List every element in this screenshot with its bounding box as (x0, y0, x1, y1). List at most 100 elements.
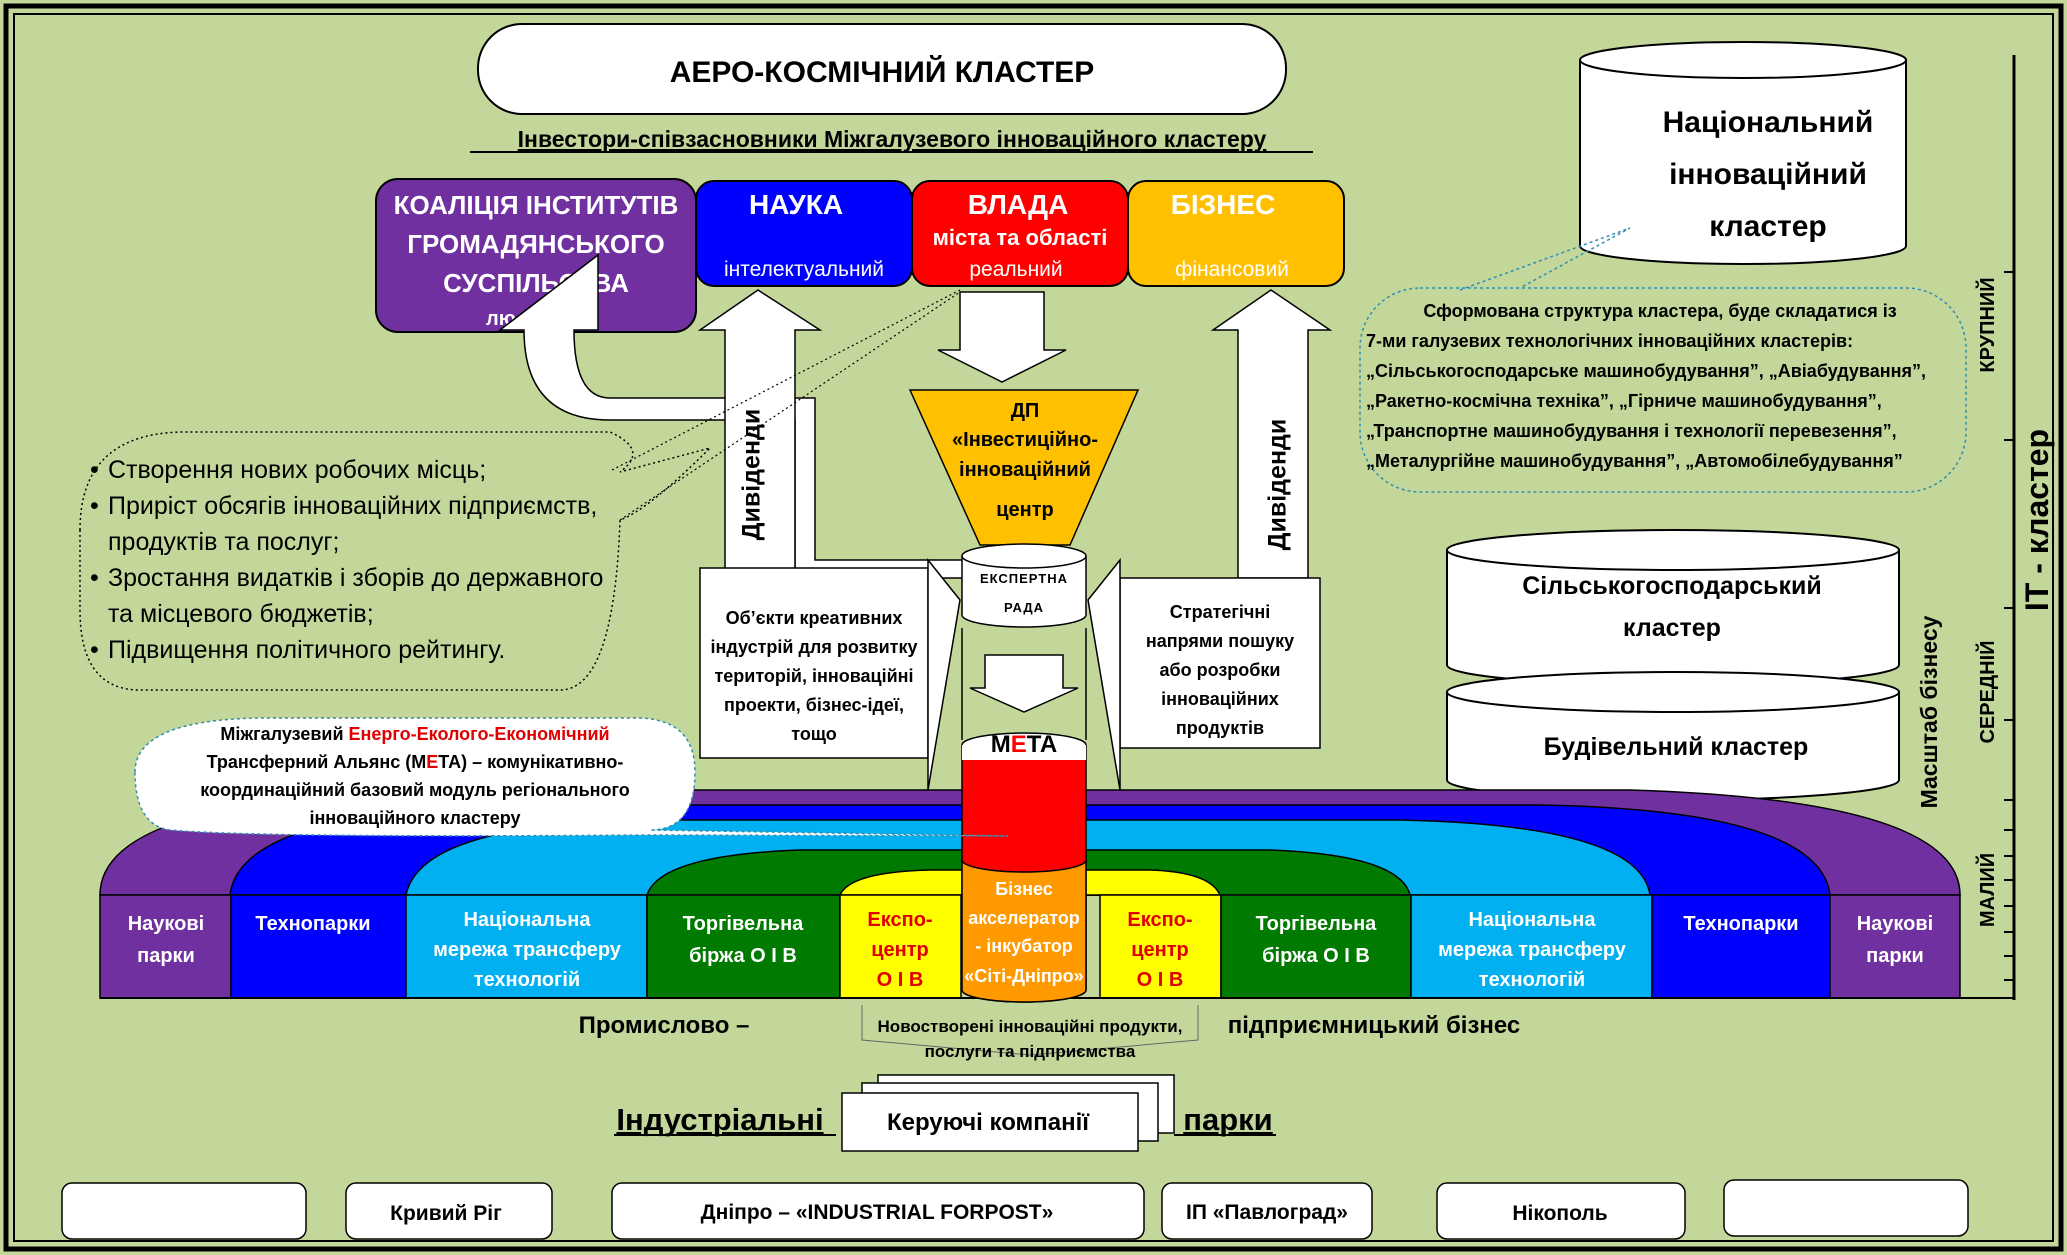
national-note-line: 7-ми галузевих технологічних інноваційни… (1366, 331, 1854, 351)
svg-text:мережа трансферу: мережа трансферу (1438, 939, 1627, 961)
svg-text:центр: центр (1131, 939, 1189, 961)
svg-text:Торгівельна: Торгівельна (1256, 913, 1378, 935)
svg-text:центр: центр (871, 939, 929, 961)
science-title: НАУКА (749, 189, 843, 220)
city-dnipro: Дніпро – «INDUSTRIAL FORPOST» (701, 1201, 1054, 1224)
band-labels: Наукові парки Технопарки Національна мереж… (128, 909, 1934, 991)
business-title: БІЗНЕС (1171, 189, 1276, 220)
svg-text:акселератор: акселератор (968, 908, 1080, 928)
svg-text:Бізнес: Бізнес (995, 879, 1053, 899)
expert-council-line2: РАДА (1004, 600, 1044, 615)
svg-text:парки: парки (1866, 945, 1924, 967)
svg-text:Технопарки: Технопарки (1683, 913, 1798, 935)
managing-companies: Керуючі компанії (887, 1109, 1090, 1136)
city-kryvyi-rih: Кривий Ріг (390, 1202, 502, 1225)
business-sub: фінансовий (1175, 258, 1289, 281)
title-box (477, 23, 1287, 115)
construction-cluster-cylinder (1446, 671, 1900, 801)
industrial-left: Промислово – (579, 1012, 750, 1039)
parks-left: Індустріальні (616, 1102, 823, 1137)
creative-line: проекти, бізнес-ідеї, (724, 695, 904, 715)
creative-text: Об’єкти креативних індустрій для розвитк… (700, 604, 928, 749)
meta-callout (134, 717, 1009, 837)
svg-text:Технопарки: Технопарки (255, 913, 370, 935)
meta-label: МЕТА (991, 731, 1058, 758)
parks-right: парки (1183, 1102, 1272, 1137)
national-note-line: „Транспортне машинобудування і технологі… (1366, 421, 1897, 441)
benefit-item: Приріст обсягів інноваційних підприємств… (82, 488, 622, 560)
national-note-callout (1359, 287, 1967, 493)
svg-text:біржа О І В: біржа О І В (1262, 945, 1370, 967)
band-columns (99, 894, 1961, 999)
meta-callout-line2: Трансферний Альянс (МЕТА) – комунікативн… (206, 752, 624, 772)
investors-heading: Інвестори-співзасновники Міжгалузевого і… (518, 126, 1267, 152)
city-pavlohrad: ІП «Павлоград» (1186, 1201, 1348, 1224)
creative-line: територій, інноваційні (714, 666, 914, 686)
svg-text:«Сіті-Дніпро»: «Сіті-Дніпро» (964, 966, 1083, 986)
authority-sub2: міста та області (933, 225, 1108, 250)
authority-down-arrow (937, 291, 1067, 383)
creative-line: тощо (791, 724, 837, 744)
science-sub: інтелектуальний (724, 258, 884, 281)
strategic-line: напрями пошуку (1145, 631, 1295, 651)
authority-sub: реальний (969, 258, 1062, 281)
title: АЕРО-КОСМІЧНИЙ КЛАСТЕР (670, 55, 1095, 89)
benefit-item: Підвищення політичного рейтингу. (82, 632, 622, 668)
it-cluster-label: IT - кластер (2019, 429, 2055, 611)
svg-text:Наукові: Наукові (1857, 913, 1934, 935)
city-boxes (61, 1179, 1969, 1240)
inner-frame (13, 13, 2054, 1242)
svg-text:Наукові: Наукові (128, 913, 205, 935)
meta-callout-line3: координаційний базовий модуль регіональн… (200, 780, 630, 800)
dividends-left: Дивіденди (737, 408, 766, 541)
authority-title: ВЛАДА (968, 189, 1069, 220)
scale-big: КРУПНИЙ (1975, 277, 1999, 372)
coalition-line2: ГРОМАДЯНСЬКОГО (407, 229, 665, 259)
new-products-line2: послуги та підприємства (925, 1042, 1136, 1061)
scale-small: МАЛИЙ (1975, 853, 1999, 927)
svg-text:О І В: О І В (1137, 969, 1184, 991)
strategic-line: Стратегічні (1169, 602, 1271, 622)
strategic-line: продуктів (1175, 718, 1265, 738)
svg-text:О І В: О І В (877, 969, 924, 991)
meta-callout-line4: інноваційного кластеру (309, 808, 521, 828)
svg-text:Торгівельна: Торгівельна (683, 913, 805, 935)
svg-text:парки: парки (137, 945, 195, 967)
funnel-line3: інноваційний (959, 459, 1091, 481)
meta-cylinder (961, 732, 1087, 1003)
coalition-line3: СУСПІЛЬСТВА (443, 268, 629, 298)
dividends-left-wrap: Дивіденди (712, 409, 792, 580)
managing-companies-stack (841, 1074, 1175, 1152)
agri-cluster-line2: кластер (1623, 614, 1721, 642)
svg-text:Національна: Національна (463, 909, 591, 931)
accelerator-text: Бізнес акселератор - інкубатор «Сіті-Дні… (964, 879, 1083, 986)
national-note-line: „Сільськогосподарське машинобудування”, … (1366, 361, 1927, 381)
new-products-arrow (861, 1005, 1199, 1056)
city-nikopol: Нікополь (1512, 1202, 1607, 1225)
creative-line: індустрій для розвитку (710, 637, 918, 657)
dividends-right-wrap: Дивіденди (1238, 419, 1318, 590)
expert-council-line1: ЕКСПЕРТНА (980, 571, 1068, 586)
scale-mid: СЕРЕДНІЙ (1975, 640, 1999, 743)
agri-cluster-line1: Сільськогосподарський (1522, 572, 1822, 600)
strategic-line: інноваційних (1161, 689, 1279, 709)
industrial-right: підприємницький бізнес (1228, 1012, 1521, 1039)
national-note-line: „Металургійне машинобудування”, „Автомоб… (1366, 451, 1903, 471)
expert-down-arrow (969, 654, 1079, 713)
funnel-line2: «Інвестиційно- (952, 429, 1098, 451)
svg-text:біржа О І В: біржа О І В (689, 945, 797, 967)
national-note-line: „Ракетно-космічна техніка”, „Гірниче маш… (1366, 391, 1882, 411)
svg-text:Національна: Національна (1468, 909, 1596, 931)
construction-cluster: Будівельний кластер (1544, 733, 1809, 761)
meta-tube (961, 628, 1087, 740)
strategic-line: або розробки (1159, 660, 1281, 680)
creative-line: Об’єкти креативних (725, 608, 903, 628)
national-cluster-line3: кластер (1709, 210, 1827, 243)
national-cluster-cylinder (1579, 41, 1907, 265)
benefits-callout (79, 431, 713, 691)
strategic-text: Стратегічні напрями пошуку або розробки … (1120, 598, 1320, 743)
funnel-line4: центр (996, 499, 1054, 521)
dividends-right: Дивіденди (1263, 418, 1292, 551)
